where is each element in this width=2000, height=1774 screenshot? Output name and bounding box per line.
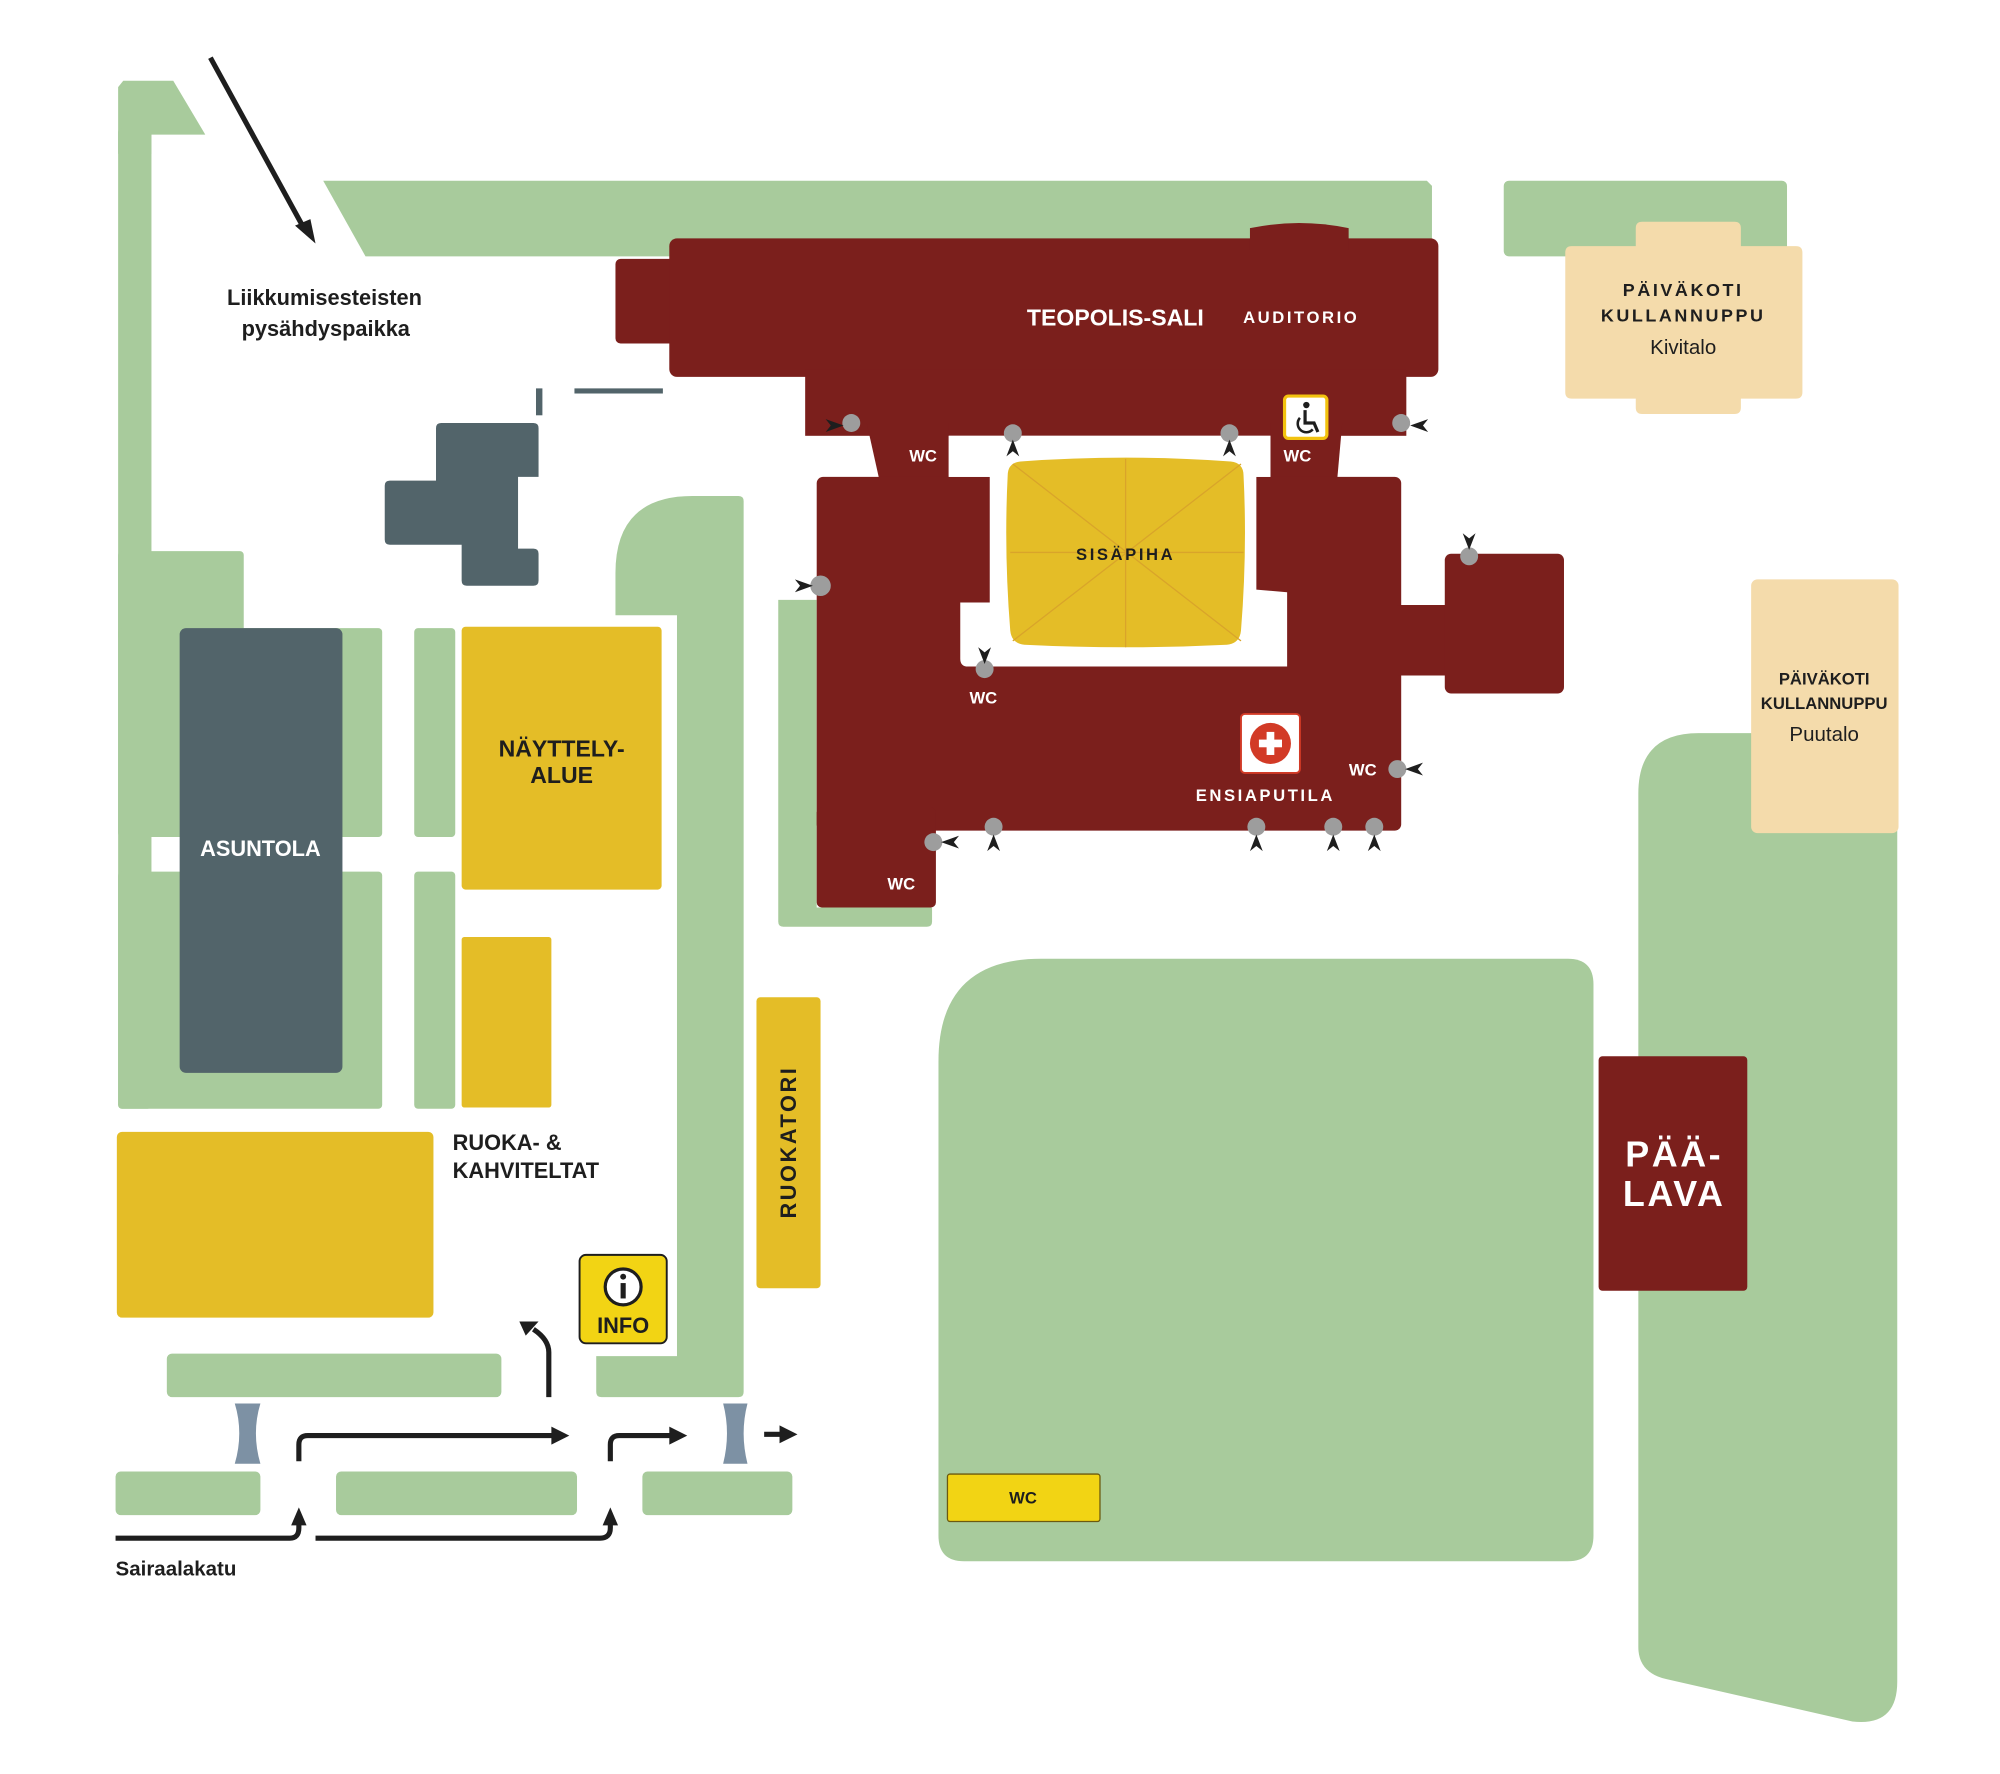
wc-label: WC [887,875,915,894]
wc-field-label: WC [1009,1489,1037,1508]
sisapiha-lines [1010,458,1244,648]
entrance-arrow-icon [825,419,844,432]
kivitalo-label-1: PÄIVÄKOTI [1623,280,1744,300]
auditorio-label[interactable]: AUDITORIO [1243,308,1359,327]
area-small-yellow [461,936,552,1108]
bollard-right [723,1403,748,1464]
street-arrow-2 [315,1520,613,1541]
ruoka-label-2: KAHVITELTAT [453,1158,600,1183]
bollard-left [234,1403,261,1464]
area-ruokatori[interactable] [756,997,821,1289]
puutalo-label-1: PÄIVÄKOTI [1779,669,1870,688]
paalava-stage[interactable] [1598,1056,1748,1291]
green-column-top [414,628,456,838]
wc-label: WC [1284,446,1312,465]
nayttely-label-2: ALUE [530,762,593,788]
info-label: INFO [597,1313,649,1338]
building-asuntola [179,628,343,1073]
barrier-line [574,388,663,394]
green-curved-path [596,496,744,1398]
green-main-field [938,958,1594,1562]
entrance-arrow-icon [794,579,813,593]
building-puutalo [1751,579,1899,834]
first-aid-cross-icon [1240,712,1301,774]
building-kivitalo [1565,221,1803,415]
info-point[interactable] [578,1253,668,1345]
paalava-label-1: PÄÄ- [1625,1134,1723,1174]
kivitalo-label-2: KULLANNUPPU [1601,306,1766,326]
ruokatori-label: RUOKATORI [776,1066,801,1219]
entrance-arrow-icon [1223,439,1236,457]
parking-arrow [208,56,308,232]
entrance-arrow-icon [1326,834,1340,852]
green-right-field [1638,733,1898,1722]
green-bottom-bar-2 [115,1471,261,1516]
area-ruoka-kahviteltat[interactable] [116,1131,434,1318]
wc-label: WC [909,446,937,465]
route-arrows [115,56,785,1541]
puutalo-label-2: KULLANNUPPU [1761,694,1888,713]
entry-arrow-2 [607,1433,675,1462]
entrance-arrow-icon [1405,762,1423,776]
ensiaputila-label[interactable]: ENSIAPUTILA [1196,786,1335,805]
green-left-step [118,551,244,641]
entrance-arrow-icon [1462,533,1476,550]
teopolis-sali-label[interactable]: TEOPOLIS-SALI [1027,305,1204,331]
area-nayttely[interactable] [461,626,662,890]
arrow-heads [291,219,798,1526]
sisapiha-label: SISÄPIHA [1076,545,1175,564]
street-arrow-1 [115,1520,302,1541]
info-icon [603,1267,643,1307]
doors [810,414,1479,852]
entrance-arrow-icon [1249,834,1263,852]
entrance-arrow-icon [987,834,1000,852]
green-bottom-bar-1 [166,1353,502,1398]
info-arrow [531,1327,552,1398]
entrance-arrow-icon [1410,419,1429,432]
nayttely-label-1: NÄYTTELY- [499,735,625,761]
entrance-arrows [794,419,1476,852]
barrier-post [535,388,543,416]
green-top-strip [323,180,1432,257]
wc-field-box[interactable] [946,1473,1101,1523]
puutalo-label-3: Puutalo [1789,723,1859,746]
entrance-arrow-icon [941,835,959,849]
green-column-bottom [414,871,456,1109]
green-bottom-bar-4 [642,1471,793,1516]
ruoka-label-1: RUOKA- & [453,1130,562,1155]
parking-label-2: pysähdyspaikka [242,316,411,341]
parking-label: Liikkumisesteisten [227,285,422,310]
entrance-arrow-icon [1006,439,1020,457]
wheelchair-icon [1282,394,1329,440]
building-slate-cross [384,422,539,586]
asuntola-label: ASUNTOLA [200,836,321,861]
paalava-label-2: LAVA [1623,1174,1726,1214]
entry-arrow-1 [296,1433,557,1462]
kivitalo-label-3: Kivitalo [1650,336,1716,359]
entrance-arrow-icon [978,647,992,664]
wc-label: WC [969,689,997,708]
street-label: Sairaalakatu [116,1557,237,1580]
wc-label: WC [1349,760,1377,779]
entrance-arrow-icon [1367,834,1381,852]
green-bottom-bar-3 [336,1471,578,1516]
